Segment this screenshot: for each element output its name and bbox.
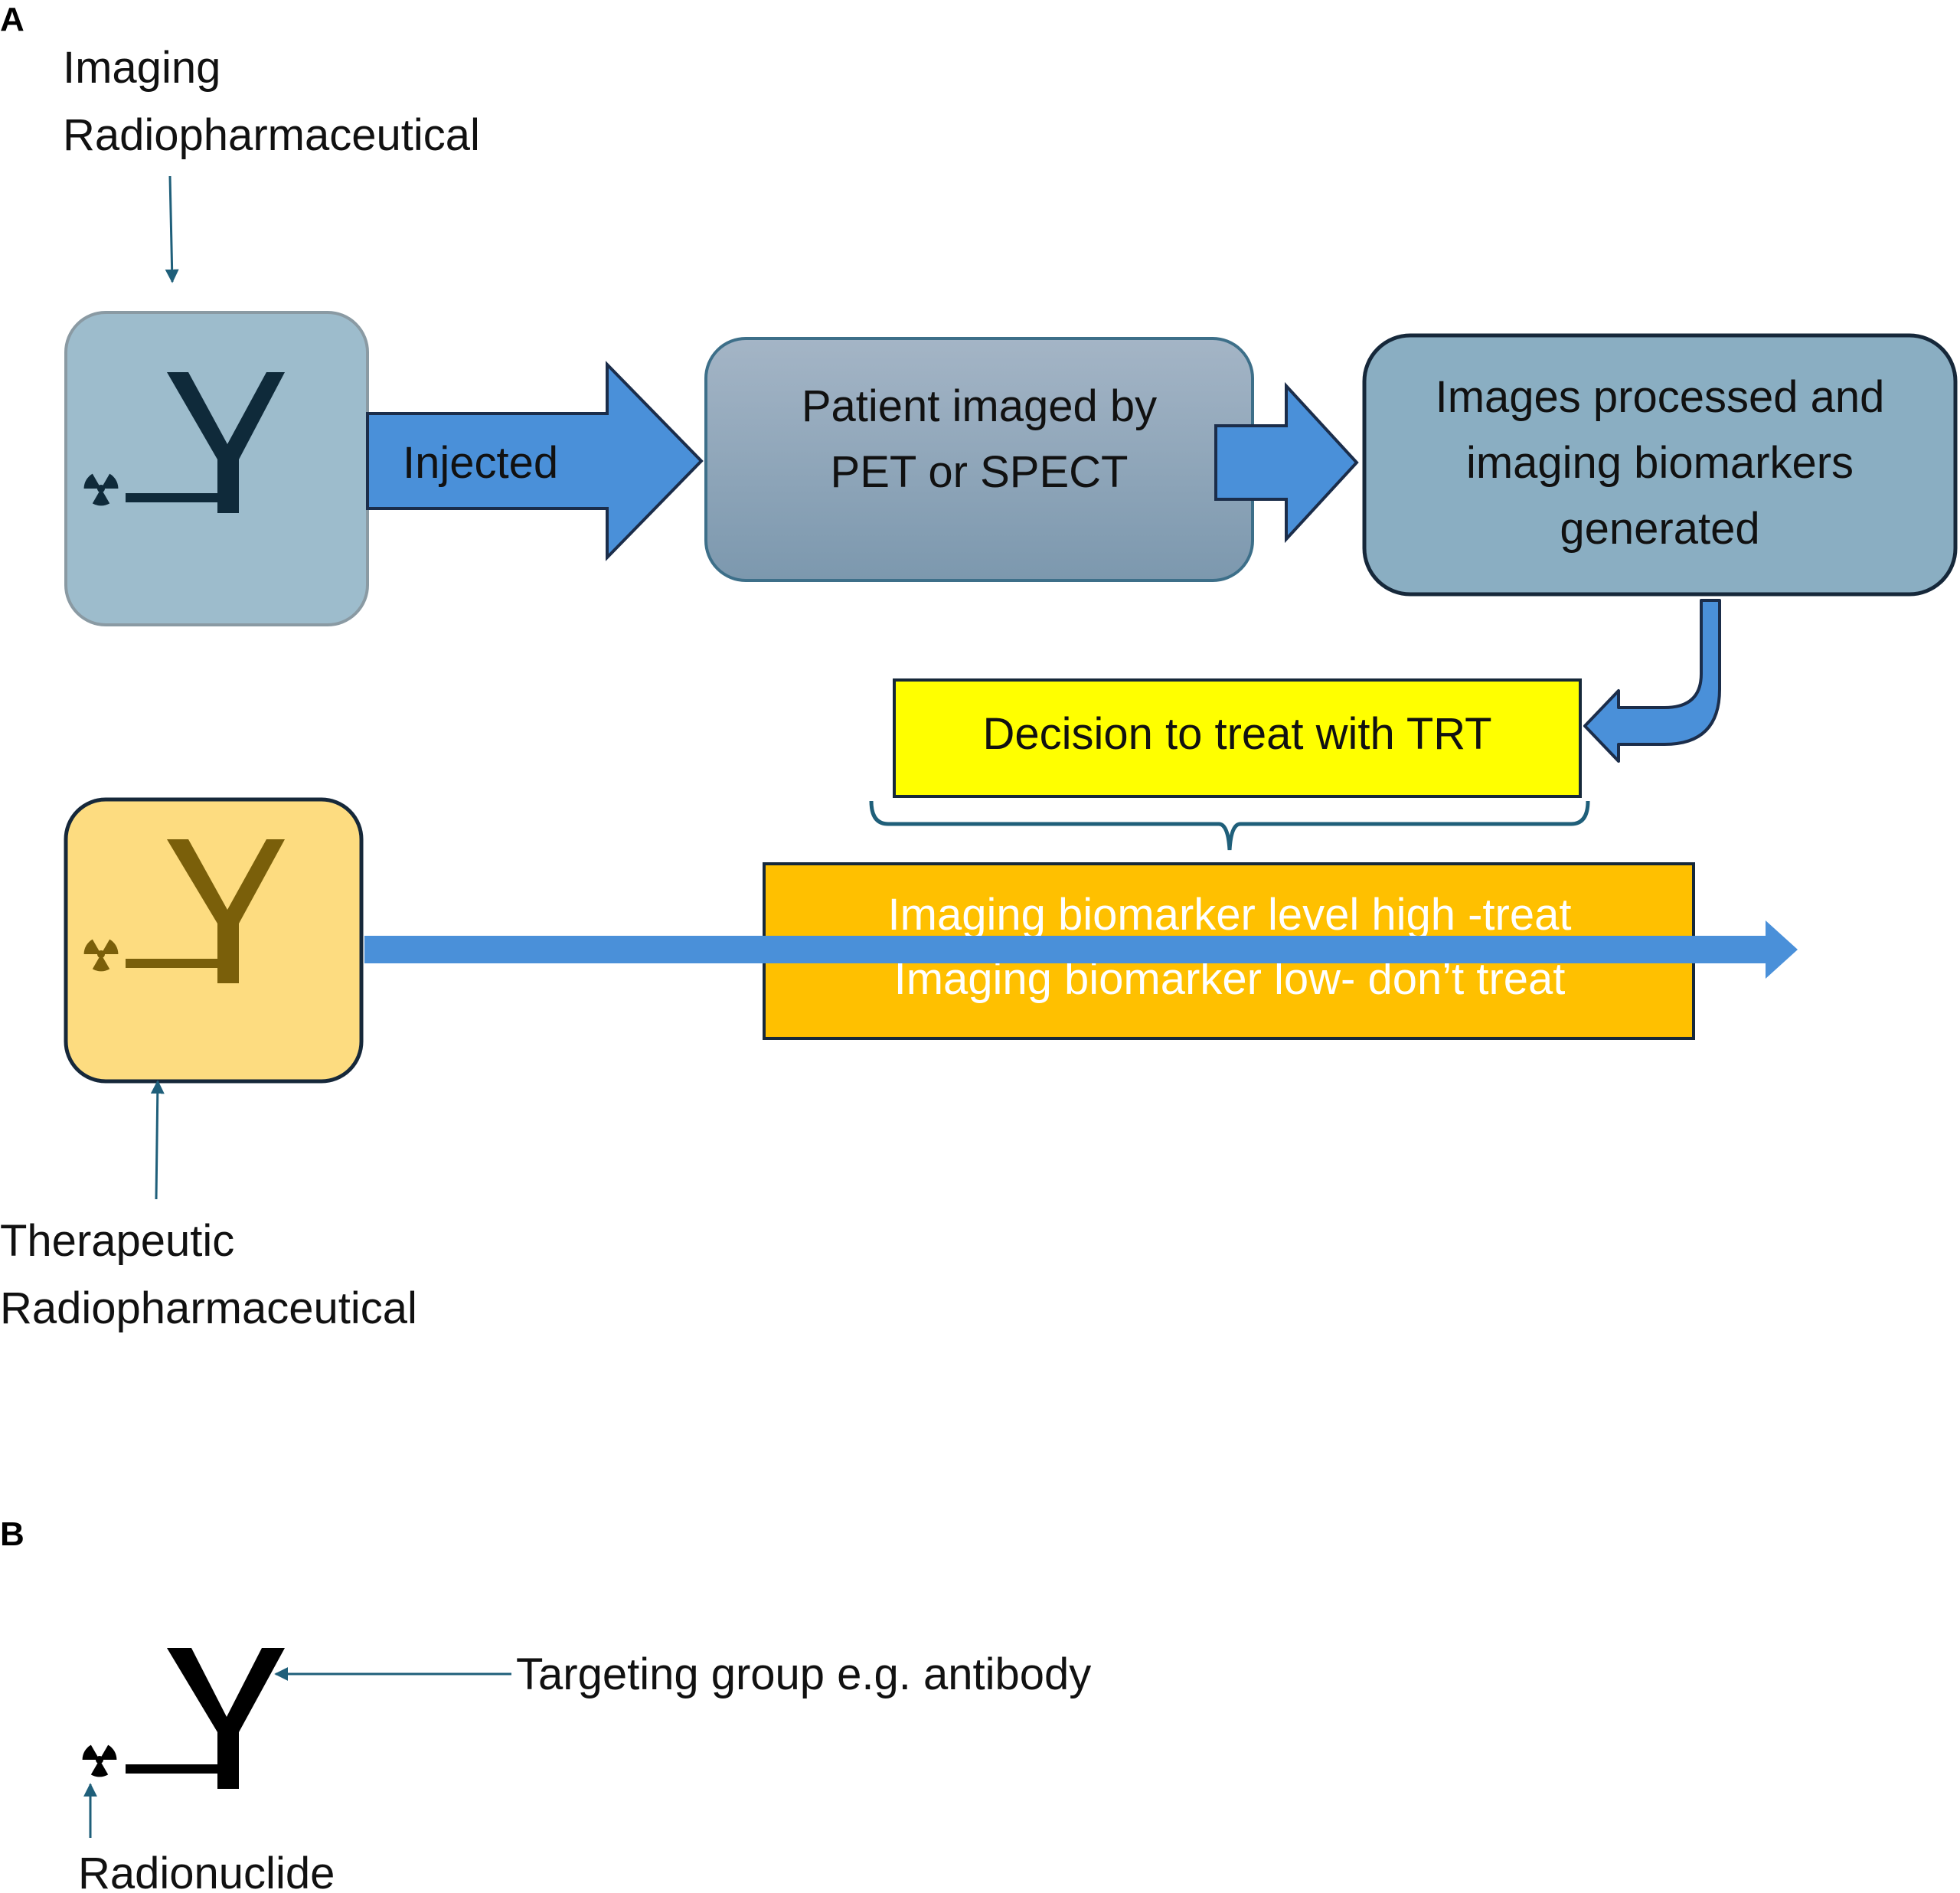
injected-arrow: Injected (366, 361, 704, 561)
therapeutic-treatment-arrow (364, 920, 1798, 979)
y-antibody-with-radiation-trefoil-icon (80, 839, 285, 983)
images-to-decision-arrow (1583, 599, 1721, 763)
legend-radiopharmaceutical (78, 1648, 285, 1789)
radionuclide-label: Radionuclide (78, 1849, 335, 1893)
imaging-radiopharmaceutical-box (64, 311, 369, 626)
patient-imaged-line1: Patient imaged by (802, 381, 1157, 431)
images-processed-line1: Images processed and (1436, 372, 1885, 422)
criteria-line1: Imaging biomarker level high -treat (888, 890, 1572, 940)
decision-label: Decision to treat with TRT (982, 709, 1491, 759)
therapeutic-pointer-arrow (150, 1080, 165, 1200)
injected-label: Injected (403, 438, 558, 488)
imaging-radiopharmaceutical-label-line1: Imaging (63, 43, 220, 93)
targeting-group-icon (167, 1648, 285, 1789)
imaging-pointer-arrow (165, 175, 179, 283)
decision-criteria-brace (869, 800, 1590, 851)
therapeutic-radiopharmaceutical-label-line1: Therapeutic (0, 1216, 234, 1266)
y-antibody-with-radiation-trefoil-icon (80, 372, 285, 513)
panel-a-letter: A (0, 1, 24, 38)
targeting-group-label: Targeting group e.g. antibody (516, 1649, 1091, 1699)
imaging-radiopharmaceutical-label-line2: Radiopharmaceutical (63, 110, 480, 160)
patient-imaged-box: Patient imaged by PET or SPECT (704, 337, 1254, 582)
therapeutic-radiopharmaceutical-box (64, 797, 364, 1084)
images-processed-box: Images processed and imaging biomarkers … (1362, 333, 1958, 597)
patient-to-images-arrow (1214, 381, 1359, 544)
linker-icon (126, 1764, 220, 1774)
therapeutic-radiopharmaceutical-label-line2: Radiopharmaceutical (0, 1283, 417, 1333)
panel-b-letter: B (0, 1515, 24, 1553)
decision-box: Decision to treat with TRT (893, 678, 1582, 798)
images-processed-line2: imaging biomarkers (1466, 438, 1854, 488)
radiation-trefoil-icon (78, 1744, 117, 1781)
patient-imaged-line2: PET or SPECT (831, 447, 1129, 497)
images-processed-line3: generated (1560, 504, 1759, 554)
